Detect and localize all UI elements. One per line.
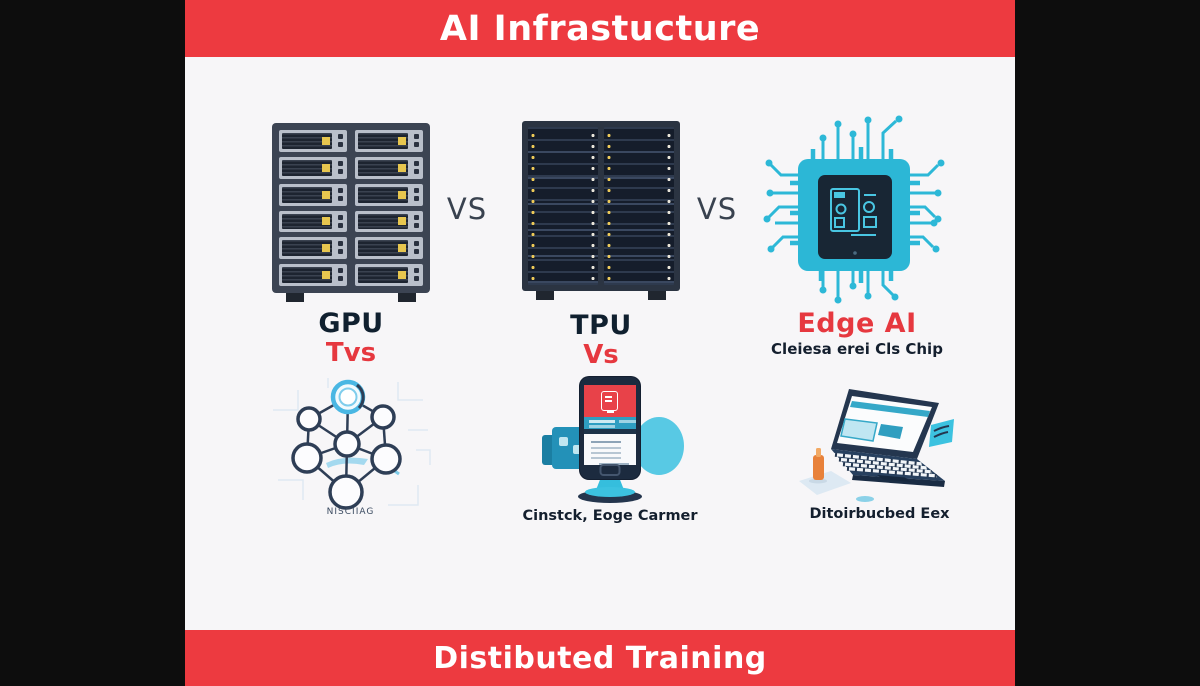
chip-pin-stubs xyxy=(790,147,920,283)
phone-illustration xyxy=(540,377,684,505)
page-title: AI Infrastucture xyxy=(439,8,761,49)
chip-screen xyxy=(818,175,892,259)
vs-label-right: VS xyxy=(696,192,738,226)
screen-panel-dark xyxy=(878,424,903,439)
edge-ai-chip-illustration xyxy=(763,115,945,304)
gpu-name: GPU xyxy=(318,308,384,339)
laptop-front-edge xyxy=(852,475,945,487)
network-diagram-illustration xyxy=(273,378,431,510)
gpu-rack-illustration xyxy=(272,123,430,293)
server-unit xyxy=(355,130,423,152)
tpu-subtitle: Vs xyxy=(583,340,619,370)
screen-panel-light xyxy=(840,418,878,442)
footer-banner: Distibuted Training xyxy=(185,630,1015,686)
cyan-blob xyxy=(634,417,684,475)
laptop-illustration xyxy=(799,389,954,502)
slide-body: VS VS xyxy=(185,57,1015,630)
tpu-column xyxy=(528,127,598,285)
cyan-mark xyxy=(856,496,874,502)
tpu-name: TPU xyxy=(570,310,632,341)
trackpad xyxy=(877,475,911,482)
bottle xyxy=(813,455,824,480)
network-nodes xyxy=(291,379,402,510)
edge-ai-subtitle: Cleiesa erei Cls Chip xyxy=(771,340,943,358)
rack-foot xyxy=(286,293,304,302)
server-unit xyxy=(279,237,347,260)
footer-title: Distibuted Training xyxy=(433,640,767,676)
rack-foot xyxy=(536,291,554,300)
phone-home-button xyxy=(599,464,621,476)
edge-ai-label: Edge AI Cleiesa erei Cls Chip xyxy=(758,309,956,359)
phone-screen xyxy=(584,385,636,465)
gpu-label: GPU Tvs xyxy=(252,309,450,368)
server-unit xyxy=(355,237,423,260)
screen-red-panel xyxy=(584,385,636,417)
chip-screen-glyphs xyxy=(830,188,877,236)
gpu-subtitle: Tvs xyxy=(325,338,377,368)
screen-top-banner xyxy=(850,401,930,417)
tpu-rack-illustration xyxy=(522,121,680,291)
vs-label-left: VS xyxy=(446,192,488,226)
desk-mat xyxy=(799,471,851,495)
bottle-cap xyxy=(816,448,821,457)
keyboard-rows xyxy=(834,452,938,479)
left-black-bar xyxy=(0,0,185,686)
right-black-bar xyxy=(1015,0,1200,686)
rack-foot xyxy=(398,293,416,302)
chip-speaker-dot xyxy=(853,251,857,255)
header-banner: AI Infrastucture xyxy=(185,0,1015,57)
screen-navy-strip xyxy=(584,429,636,434)
phone-caption: Cinstck, Eoge Carmer xyxy=(522,508,698,524)
edge-ai-name: Edge AI xyxy=(797,308,917,339)
slide-content: AI Infrastucture VS xyxy=(185,0,1015,686)
floating-card-lines xyxy=(933,425,950,438)
rack-foot xyxy=(648,291,666,300)
bottle-shadow xyxy=(809,478,827,484)
tpu-column xyxy=(604,127,674,285)
chip-circuit-traces xyxy=(767,119,940,297)
server-unit xyxy=(279,156,347,179)
phone-body xyxy=(580,377,640,479)
phone-stand-neck xyxy=(596,477,624,490)
server-unit xyxy=(279,183,347,206)
server-unit xyxy=(355,156,423,179)
server-unit xyxy=(355,183,423,206)
network-caption: NISCIIAG xyxy=(326,507,375,517)
screen-text-area xyxy=(584,434,636,465)
server-unit xyxy=(279,130,347,152)
trace-end-dots xyxy=(763,115,945,304)
screen-teal-banner xyxy=(584,417,636,429)
server-unit xyxy=(355,210,423,233)
laptop-caption: Ditoirbucbed Eex xyxy=(809,506,950,522)
tpu-label: TPU Vs xyxy=(502,311,700,370)
server-unit xyxy=(355,264,423,286)
faint-circuit-background xyxy=(273,378,431,506)
server-unit xyxy=(279,210,347,233)
phone-stand-top xyxy=(585,487,635,497)
server-unit xyxy=(279,264,347,286)
